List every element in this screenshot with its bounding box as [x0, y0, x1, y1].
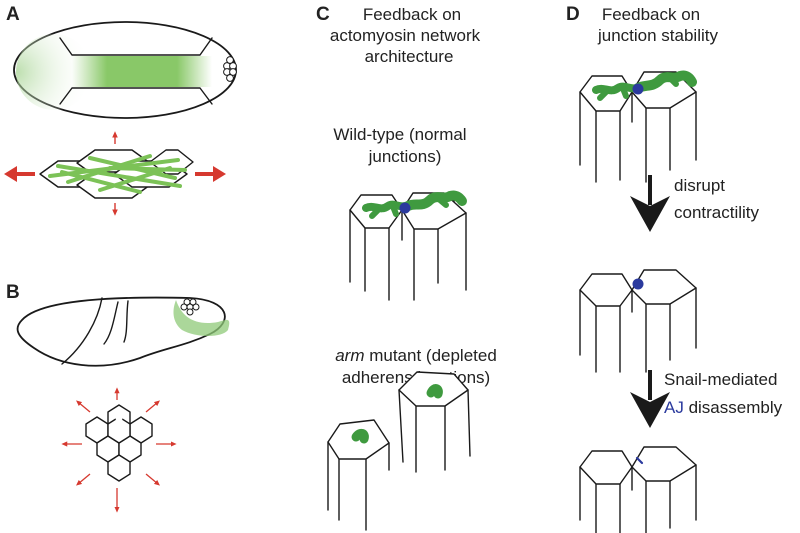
arrow-snail — [630, 370, 670, 428]
wildtype-cells — [349, 190, 467, 301]
d-cells-bottom — [579, 446, 697, 533]
junction-dot — [399, 202, 411, 214]
force-arrows-b — [61, 387, 177, 513]
panel-a-letter: A — [6, 4, 20, 25]
arrow-disrupt — [630, 175, 670, 232]
actin-fibers — [48, 154, 187, 194]
wildtype-label-line1: Wild-type (normal — [333, 125, 466, 144]
panel-b-embryo — [16, 296, 230, 367]
force-arrows-a — [4, 131, 226, 216]
panel-d-letter: D — [566, 4, 580, 25]
step1-line1: disrupt — [674, 176, 725, 195]
wildtype-label-line2: junctions) — [368, 147, 442, 166]
junction-dot-middle — [632, 278, 644, 290]
d-cells-middle — [579, 269, 697, 373]
step2-rest: disassembly — [684, 398, 783, 417]
panel-b-cell-cluster — [61, 387, 177, 513]
pole-cells-b — [180, 298, 200, 316]
panel-b-letter: B — [6, 282, 20, 303]
panel-a-cell-cluster — [4, 131, 226, 216]
d-cells-top — [579, 70, 697, 183]
panel-d-heading-line2: junction stability — [597, 26, 719, 45]
mutant-cells — [327, 371, 471, 531]
mutant-label-line1: arm mutant (depleted — [335, 346, 497, 365]
panel-c-heading-line2: actomyosin network — [330, 26, 481, 45]
panel-c-heading-line3: architecture — [365, 47, 454, 66]
apical-centers — [93, 414, 145, 472]
pole-cells — [223, 56, 237, 82]
aj-label: AJ — [664, 398, 684, 417]
panel-c-letter: C — [316, 4, 330, 25]
mutant-label-italic: arm — [335, 346, 364, 365]
mutant-label-rest: mutant (depleted — [364, 346, 496, 365]
panel-a-embryo — [13, 21, 237, 119]
step1-line2: contractility — [674, 203, 760, 222]
panel-d-heading-line1: Feedback on — [602, 5, 700, 24]
junction-dot-top — [632, 83, 644, 95]
panel-c-heading-line1: Feedback on — [363, 5, 461, 24]
disassembled-junction — [635, 456, 644, 465]
step2-line2: AJ disassembly — [664, 398, 783, 417]
step2-line1: Snail-mediated — [664, 370, 777, 389]
